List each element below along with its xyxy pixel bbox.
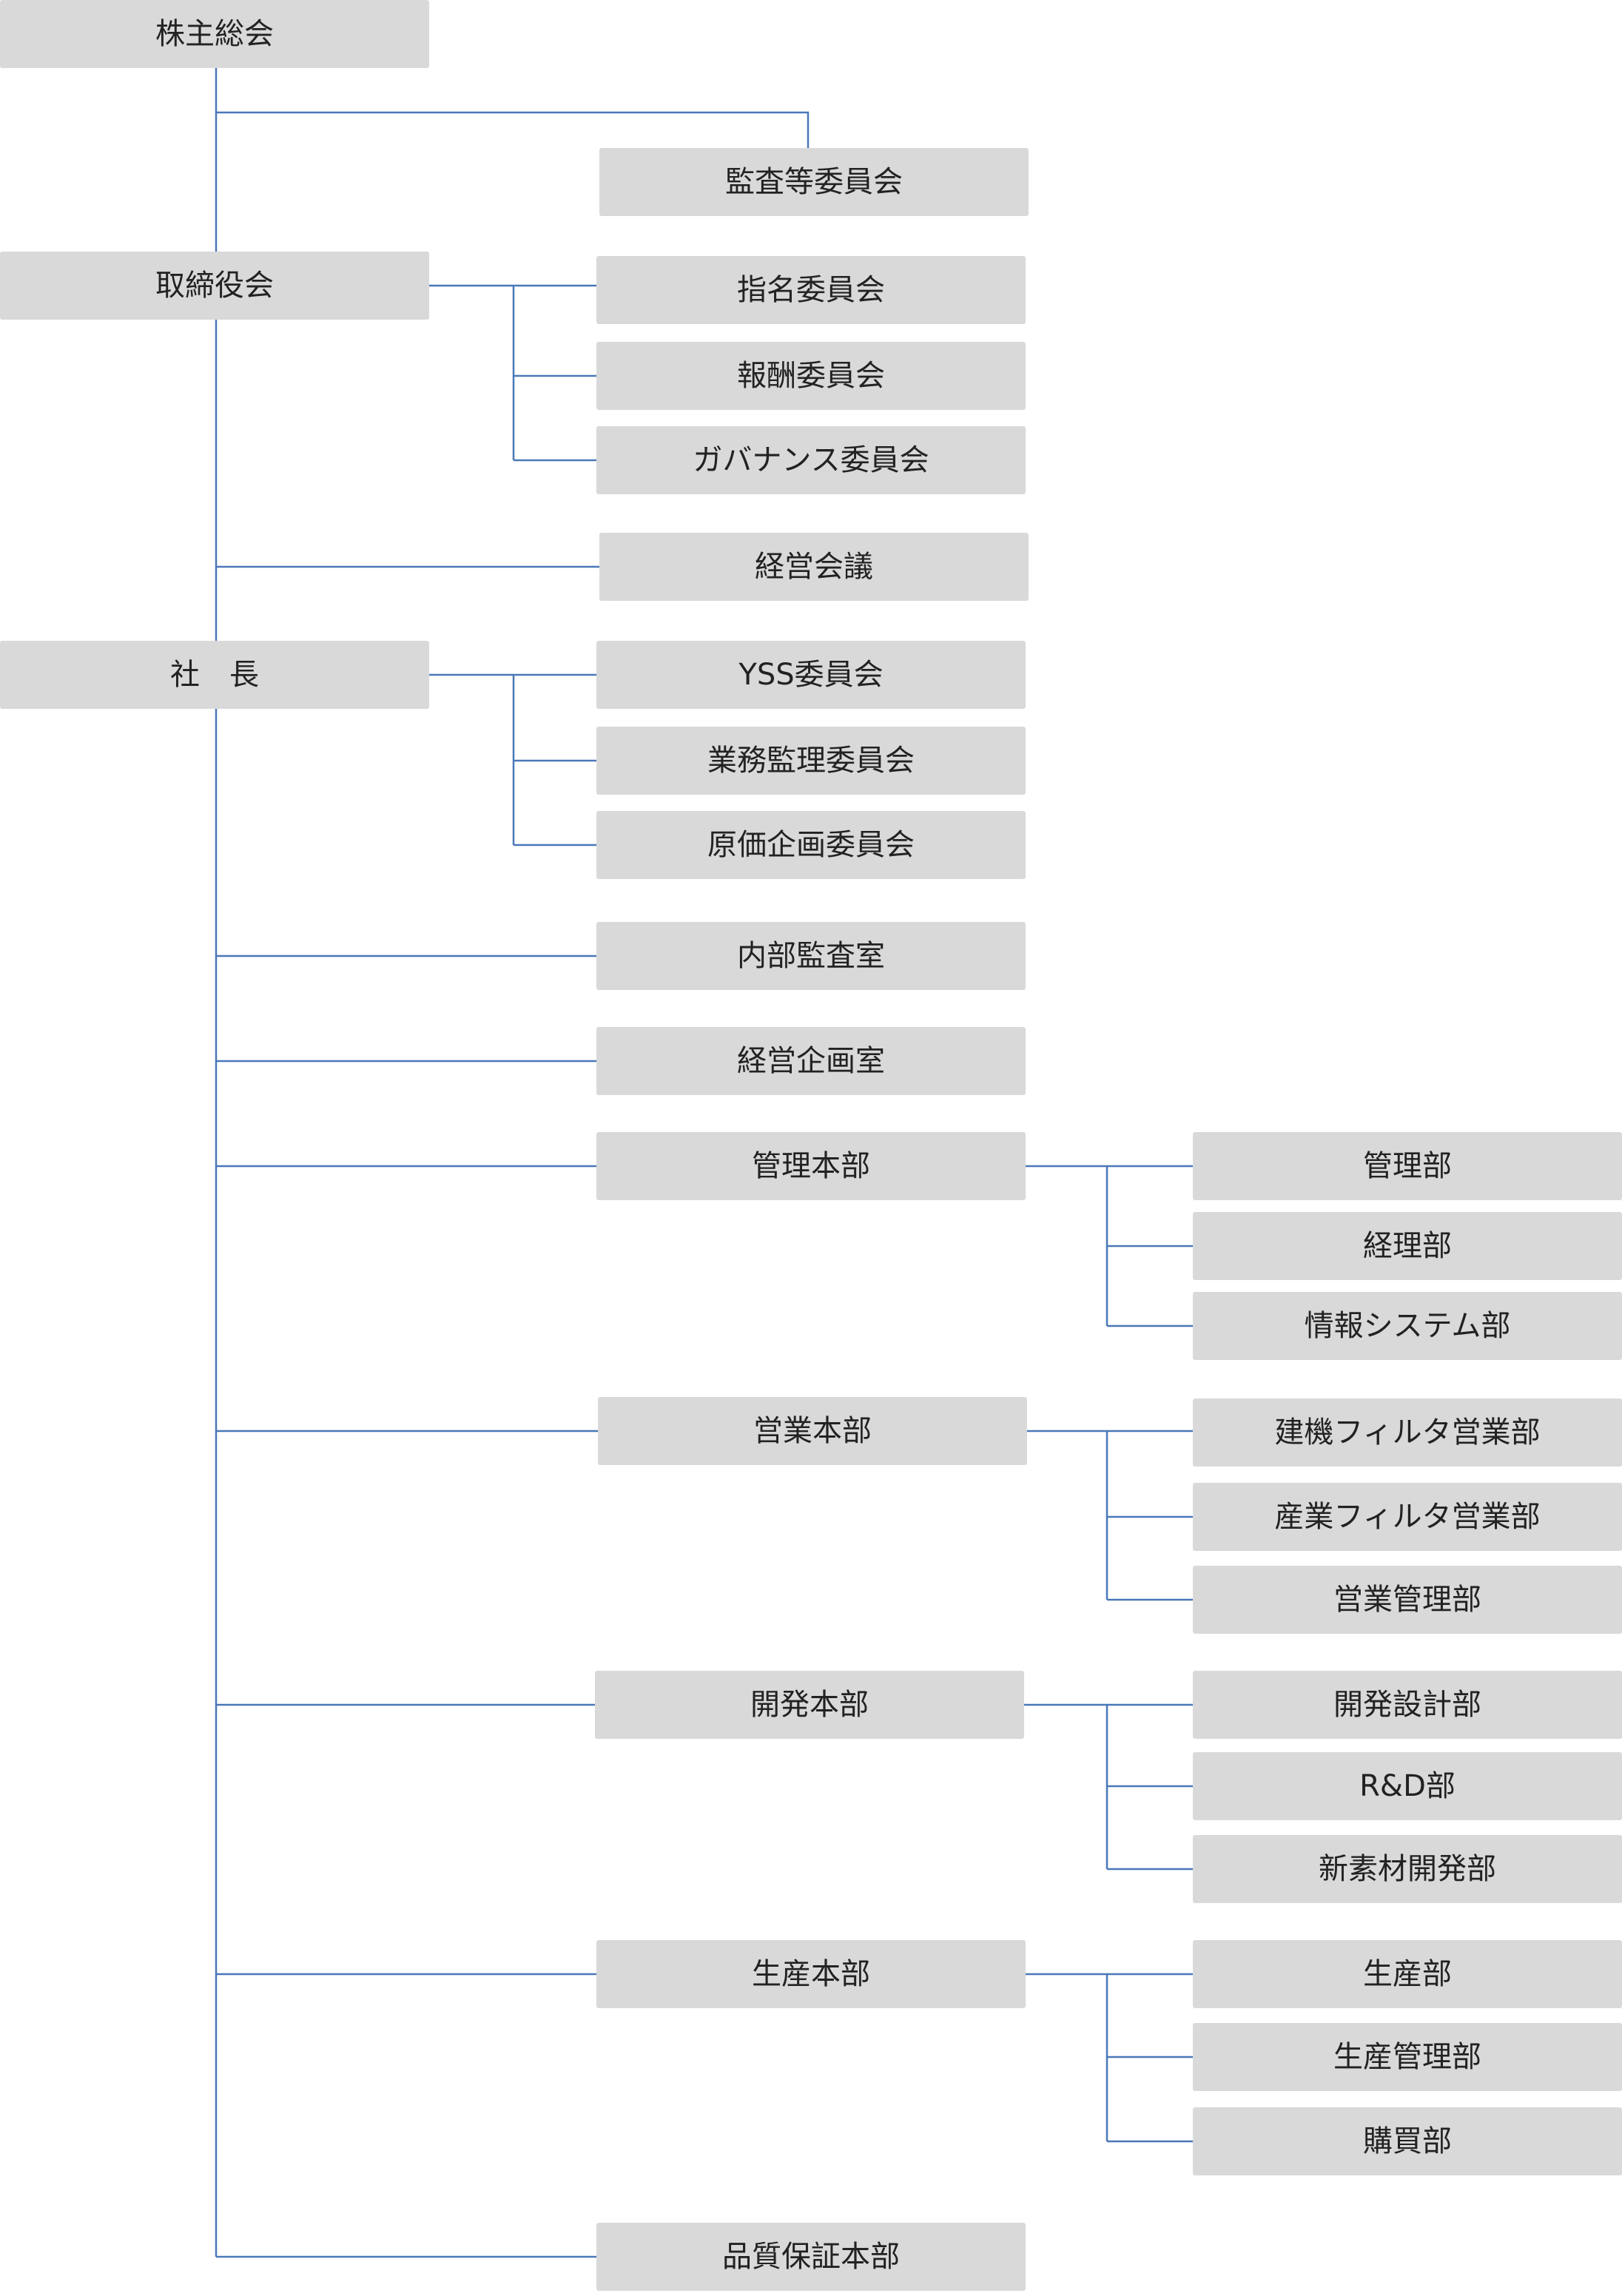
org-node-box <box>1193 1835 1622 1903</box>
org-node-label: 産業フィルタ営業部 <box>1274 1500 1540 1534</box>
org-node-cost-planning-committee: 原価企画委員会 <box>596 811 1026 879</box>
org-node-label: 新素材開発部 <box>1319 1852 1496 1886</box>
org-node-box <box>596 426 1026 494</box>
org-node-box <box>1193 2023 1622 2091</box>
org-node-box <box>596 641 1026 709</box>
org-node-box <box>596 1132 1026 1200</box>
org-node-label: 開発本部 <box>750 1688 869 1722</box>
org-node-box <box>1193 1398 1622 1467</box>
org-node-label: 指名委員会 <box>737 273 885 307</box>
org-node-box <box>0 641 429 709</box>
org-node-label: YSS委員会 <box>738 658 883 692</box>
org-node-accounting-dept: 経理部 <box>1193 1212 1622 1280</box>
org-node-box <box>1193 1752 1622 1820</box>
org-node-box <box>599 533 1029 601</box>
org-node-label: 内部監査室 <box>737 939 885 973</box>
org-node-label: 取締役会 <box>155 269 274 303</box>
org-node-new-materials-dept: 新素材開発部 <box>1193 1835 1622 1903</box>
org-node-box <box>598 1397 1027 1465</box>
org-node-rd-dept: R&D部 <box>1193 1752 1622 1820</box>
org-node-label: 営業管理部 <box>1333 1583 1481 1617</box>
org-node-label: 管理部 <box>1363 1149 1452 1183</box>
org-node-box <box>1193 1671 1622 1739</box>
org-node-box <box>596 1027 1026 1095</box>
org-node-audit-committee: 監査等委員会 <box>599 148 1029 216</box>
org-node-label: 建機フィルタ営業部 <box>1274 1415 1540 1450</box>
org-node-board: 取締役会 <box>0 252 429 320</box>
org-node-it-dept: 情報システム部 <box>1193 1292 1622 1360</box>
org-node-design-dept: 開発設計部 <box>1193 1671 1622 1739</box>
org-node-compensation-committee: 報酬委員会 <box>596 342 1026 410</box>
org-node-yss-committee: YSS委員会 <box>596 641 1026 709</box>
org-node-label: 株主総会 <box>155 17 274 51</box>
org-node-box <box>596 2223 1026 2291</box>
connector-audit-committee <box>216 111 810 148</box>
org-node-industrial-filter-sales: 産業フィルタ営業部 <box>1193 1483 1622 1551</box>
org-node-box <box>596 256 1026 324</box>
org-node-quality-hq: 品質保証本部 <box>596 2223 1026 2291</box>
org-node-label: 社 長 <box>170 658 259 692</box>
org-node-construction-filter-sales: 建機フィルタ営業部 <box>1193 1398 1622 1467</box>
org-node-label: 報酬委員会 <box>737 359 885 393</box>
org-node-label: 経営会議 <box>755 550 873 584</box>
org-node-box <box>1193 1212 1622 1280</box>
org-node-label: 経営企画室 <box>737 1044 885 1078</box>
org-node-nomination-committee: 指名委員会 <box>596 256 1026 324</box>
org-node-label: 生産管理部 <box>1333 2040 1481 2074</box>
connector-lines <box>215 68 1193 2258</box>
org-node-label: 品質保証本部 <box>722 2240 900 2274</box>
org-node-shareholders: 株主総会 <box>0 0 429 68</box>
org-node-box <box>596 1940 1026 2008</box>
org-node-sales-hq: 営業本部 <box>598 1397 1027 1465</box>
org-node-label: 営業本部 <box>753 1414 872 1448</box>
org-node-label: 経理部 <box>1363 1229 1452 1263</box>
org-node-governance-committee: ガバナンス委員会 <box>596 426 1026 494</box>
org-node-admin-dept: 管理部 <box>1193 1132 1622 1200</box>
org-node-box <box>1193 1292 1622 1360</box>
org-node-management-meeting: 経営会議 <box>599 533 1029 601</box>
org-node-sales-admin-dept: 営業管理部 <box>1193 1566 1622 1634</box>
org-node-purchasing-dept: 購買部 <box>1193 2107 1622 2175</box>
org-node-label: 業務監理委員会 <box>707 744 915 778</box>
org-node-development-hq: 開発本部 <box>595 1671 1024 1739</box>
org-node-label: 情報システム部 <box>1305 1309 1511 1343</box>
org-node-label: 生産本部 <box>752 1957 870 1991</box>
org-node-box <box>1193 1132 1622 1200</box>
org-node-corporate-planning-office: 経営企画室 <box>596 1027 1026 1095</box>
org-node-label: 生産部 <box>1363 1957 1452 1991</box>
org-node-admin-hq: 管理本部 <box>596 1132 1026 1200</box>
org-node-box <box>596 727 1026 795</box>
org-node-operations-audit-committee: 業務監理委員会 <box>596 727 1026 795</box>
org-node-label: 監査等委員会 <box>725 165 903 199</box>
org-node-box <box>0 252 429 320</box>
org-node-production-admin-dept: 生産管理部 <box>1193 2023 1622 2091</box>
org-node-label: R&D部 <box>1359 1769 1456 1803</box>
org-node-label: 購買部 <box>1363 2124 1452 2158</box>
org-node-box <box>596 342 1026 410</box>
org-node-box <box>596 811 1026 879</box>
org-node-label: 管理本部 <box>752 1149 870 1183</box>
org-node-production-hq: 生産本部 <box>596 1940 1026 2008</box>
org-node-box <box>1193 2107 1622 2175</box>
org-node-box <box>1193 1940 1622 2008</box>
org-node-label: 開発設計部 <box>1333 1688 1481 1722</box>
org-node-box <box>596 922 1026 990</box>
org-node-box <box>0 0 429 68</box>
org-node-box <box>599 148 1029 216</box>
org-node-production-dept: 生産部 <box>1193 1940 1622 2008</box>
org-node-box <box>1193 1483 1622 1551</box>
org-node-internal-audit-office: 内部監査室 <box>596 922 1026 990</box>
org-node-box <box>595 1671 1024 1739</box>
org-node-box <box>1193 1566 1622 1634</box>
org-node-label: ガバナンス委員会 <box>693 443 929 477</box>
org-node-president: 社 長 <box>0 641 429 709</box>
org-node-label: 原価企画委員会 <box>707 828 915 862</box>
